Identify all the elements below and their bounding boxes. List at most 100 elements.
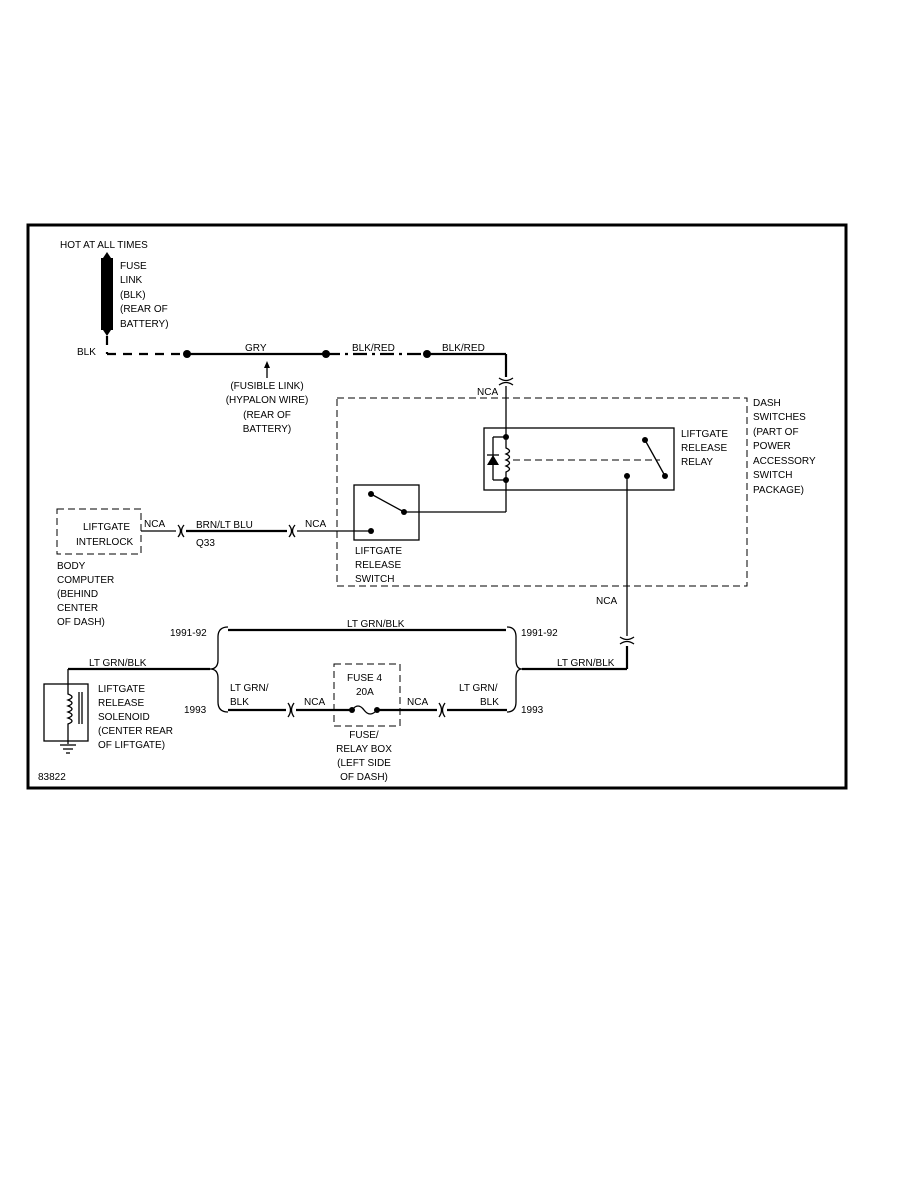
release-switch-contacts	[368, 491, 407, 534]
svg-text:LIFTGATE: LIFTGATE	[98, 684, 145, 695]
blk-red-label-2: BLK/RED	[442, 343, 485, 354]
svg-text:DASH: DASH	[753, 398, 781, 409]
nca-connector-top	[498, 377, 514, 386]
interlock-connector-left	[177, 524, 185, 538]
solenoid-label: LIFTGATE RELEASE SOLENOID (CENTER REAR O…	[98, 684, 173, 751]
blk-red-label-1: BLK/RED	[352, 343, 395, 354]
svg-text:FUSE: FUSE	[120, 261, 147, 272]
fuse-link-label: FUSE LINK (BLK) (REAR OF BATTERY)	[120, 261, 169, 330]
svg-text:OF DASH): OF DASH)	[57, 617, 105, 628]
power-label: HOT AT ALL TIMES	[60, 240, 148, 251]
svg-text:(FUSIBLE LINK): (FUSIBLE LINK)	[230, 381, 303, 392]
svg-text:(BEHIND: (BEHIND	[57, 589, 98, 600]
year-1993-right: 1993	[521, 705, 544, 716]
interlock-label: LIFTGATE INTERLOCK	[76, 522, 134, 548]
diagram-code: 83822	[38, 772, 66, 783]
interlock-box	[56, 508, 142, 555]
lt-grn-blk-1993-left-label: LT GRN/ BLK	[230, 683, 269, 708]
solenoid-box	[43, 683, 89, 742]
svg-text:BATTERY): BATTERY)	[243, 424, 292, 435]
fuse-link-symbol	[101, 252, 113, 336]
fuse-relay-box	[333, 663, 401, 727]
nca-1993-right-label: NCA	[407, 697, 428, 708]
svg-text:(HYPALON WIRE): (HYPALON WIRE)	[226, 395, 309, 406]
svg-text:LIFTGATE: LIFTGATE	[681, 429, 728, 440]
svg-text:LT GRN/: LT GRN/	[230, 683, 269, 694]
svg-text:POWER: POWER	[753, 441, 791, 452]
fuse-name: FUSE 4	[347, 673, 382, 684]
nca-1993-left-label: NCA	[304, 697, 325, 708]
dash-switches-box	[336, 397, 748, 587]
svg-text:SOLENOID: SOLENOID	[98, 712, 150, 723]
lt-grn-blk-1991-label: LT GRN/BLK	[347, 619, 405, 630]
svg-text:(REAR OF: (REAR OF	[120, 304, 168, 315]
relay-coil	[503, 434, 511, 483]
relay-contacts	[624, 437, 668, 479]
nca-connector-right	[619, 636, 635, 645]
relay-diode-icon	[487, 436, 506, 481]
body-computer-label: BODY COMPUTER (BEHIND CENTER OF DASH)	[57, 561, 114, 628]
interlock-nca-label: NCA	[144, 519, 165, 530]
lt-grn-blk-left-label: LT GRN/BLK	[89, 658, 147, 669]
year-1991-right: 1991-92	[521, 628, 558, 639]
svg-text:(REAR OF: (REAR OF	[243, 410, 291, 421]
diagram-frame	[26, 223, 848, 790]
svg-text:OF DASH): OF DASH)	[340, 772, 388, 783]
svg-text:RELEASE: RELEASE	[98, 698, 144, 709]
nca-top-label: NCA	[477, 387, 498, 398]
left-bracket	[209, 626, 229, 713]
relay-box	[483, 427, 675, 491]
svg-text:ACCESSORY: ACCESSORY	[753, 456, 816, 467]
gry-wire-label: GRY	[245, 343, 267, 354]
svg-text:RELEASE: RELEASE	[681, 443, 727, 454]
svg-text:OF LIFTGATE): OF LIFTGATE)	[98, 740, 165, 751]
svg-text:(LEFT SIDE: (LEFT SIDE	[337, 758, 391, 769]
svg-text:LINK: LINK	[120, 275, 143, 286]
svg-text:SWITCH: SWITCH	[753, 470, 792, 481]
fuse-rating: 20A	[356, 687, 374, 698]
interlock-nca-right-label: NCA	[305, 519, 326, 530]
svg-text:INTERLOCK: INTERLOCK	[76, 537, 134, 548]
dash-switches-label: DASH SWITCHES (PART OF POWER ACCESSORY S…	[753, 398, 816, 496]
svg-text:(PART OF: (PART OF	[753, 427, 799, 438]
nca-connector-1993-left	[287, 702, 295, 718]
svg-text:BODY: BODY	[57, 561, 86, 572]
svg-text:LT GRN/: LT GRN/	[459, 683, 498, 694]
year-1993-left: 1993	[184, 705, 207, 716]
svg-text:RELAY BOX: RELAY BOX	[336, 744, 392, 755]
right-bracket	[506, 626, 523, 713]
svg-text:BATTERY): BATTERY)	[120, 319, 169, 330]
svg-text:BLK: BLK	[230, 697, 249, 708]
release-switch-box	[353, 484, 420, 541]
nca-right-label: NCA	[596, 596, 617, 607]
svg-text:FUSE/: FUSE/	[349, 730, 379, 741]
svg-text:PACKAGE): PACKAGE)	[753, 485, 804, 496]
svg-text:LIFTGATE: LIFTGATE	[355, 546, 402, 557]
fuse-relay-box-label: FUSE/ RELAY BOX (LEFT SIDE OF DASH)	[336, 730, 392, 783]
svg-text:LIFTGATE: LIFTGATE	[83, 522, 130, 533]
svg-text:RELAY: RELAY	[681, 457, 713, 468]
svg-text:(BLK): (BLK)	[120, 290, 146, 301]
lt-grn-blk-right-label: LT GRN/BLK	[557, 658, 615, 669]
ground-icon	[60, 744, 76, 754]
lt-grn-blk-1993-right-label: LT GRN/ BLK	[459, 683, 499, 708]
svg-text:SWITCHES: SWITCHES	[753, 412, 806, 423]
svg-text:RELEASE: RELEASE	[355, 560, 401, 571]
fusible-link-arrow	[264, 361, 270, 378]
release-switch-label: LIFTGATE RELEASE SWITCH	[355, 546, 402, 585]
svg-text:BLK: BLK	[480, 697, 499, 708]
blk-wire-label: BLK	[77, 347, 96, 358]
fusible-link-note: (FUSIBLE LINK) (HYPALON WIRE) (REAR OF B…	[226, 381, 309, 435]
nca-connector-1993-right	[438, 702, 446, 718]
svg-text:SWITCH: SWITCH	[355, 574, 394, 585]
year-1991-left: 1991-92	[170, 628, 207, 639]
circuit-q33-label: Q33	[196, 538, 215, 549]
relay-label: LIFTGATE RELEASE RELAY	[681, 429, 728, 468]
svg-text:(CENTER REAR: (CENTER REAR	[98, 726, 173, 737]
svg-text:CENTER: CENTER	[57, 603, 98, 614]
svg-text:COMPUTER: COMPUTER	[57, 575, 114, 586]
solenoid-coil-icon	[66, 690, 83, 744]
fuse-icon	[349, 705, 380, 715]
brn-lt-blu-label: BRN/LT BLU	[196, 520, 253, 531]
